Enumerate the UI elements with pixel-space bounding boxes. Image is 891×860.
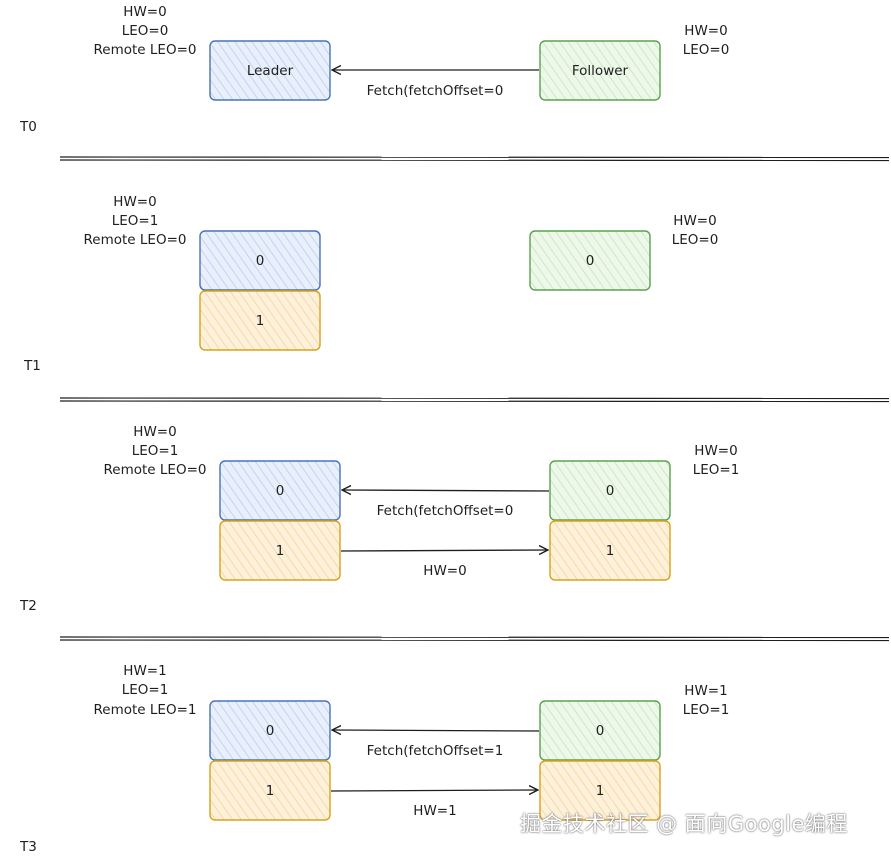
t1-follower-offset-0-label: 0 xyxy=(586,253,595,269)
t2-fetch-label: Fetch(fetchOffset=0 xyxy=(377,503,514,519)
t2-follower-offset-0-label: 0 xyxy=(606,483,615,499)
t3-leader-hw: HW=1 xyxy=(123,663,166,679)
t3-fetch-arrow xyxy=(333,730,540,731)
t2-response-label: HW=0 xyxy=(423,563,466,579)
t1-follower-leo: LEO=0 xyxy=(672,232,719,248)
t1-phase-label: T1 xyxy=(23,358,41,374)
t2-follower-offset-1-box xyxy=(549,520,671,581)
divider-2 xyxy=(59,397,890,403)
t3-response-arrow xyxy=(330,790,537,791)
t3-leader-remote-leo: Remote LEO=1 xyxy=(94,702,197,718)
t2-leader-offset-0-box xyxy=(219,460,341,521)
t1-follower-offset-0-box xyxy=(529,230,651,291)
t1-follower-hw: HW=0 xyxy=(673,213,716,229)
t0-leader-label: Leader xyxy=(247,63,294,79)
t2-follower-offset-1-label: 1 xyxy=(606,543,615,559)
t3-leader-offset-0-label: 0 xyxy=(266,723,275,739)
t0-leader-box xyxy=(209,40,331,101)
t2-leader-offset-0-label: 0 xyxy=(276,483,285,499)
t3-follower-hw: HW=1 xyxy=(684,683,727,699)
phase-t0: HW=0 LEO=0 Remote LEO=0 Leader Follower … xyxy=(19,4,729,135)
t3-follower-offset-0-box xyxy=(539,700,661,761)
t3-follower-leo: LEO=1 xyxy=(683,702,730,718)
t0-leader-remote-leo: Remote LEO=0 xyxy=(94,42,197,58)
divider-3 xyxy=(59,636,890,642)
divider-1 xyxy=(59,156,890,162)
t2-leader-remote-leo: Remote LEO=0 xyxy=(104,462,207,478)
t3-response-label: HW=1 xyxy=(413,803,456,819)
t1-leader-offset-1-box xyxy=(199,290,321,351)
t2-follower-leo: LEO=1 xyxy=(693,462,740,478)
t3-leader-offset-0-box xyxy=(209,700,331,761)
t2-leader-hw: HW=0 xyxy=(133,424,176,440)
t2-leader-leo: LEO=1 xyxy=(132,443,179,459)
watermark: 掘金技术社区 @ 面向Google编程 xyxy=(520,812,848,836)
t0-fetch-label: Fetch(fetchOffset=0 xyxy=(367,83,504,99)
t2-follower-hw: HW=0 xyxy=(694,443,737,459)
t3-leader-offset-1-box xyxy=(209,760,331,821)
t3-phase-label: T3 xyxy=(19,839,37,855)
t0-follower-label: Follower xyxy=(572,63,629,79)
t0-follower-box xyxy=(539,40,661,101)
t1-leader-offset-0-box xyxy=(199,230,321,291)
t3-leader-leo: LEO=1 xyxy=(122,682,169,698)
t0-phase-label: T0 xyxy=(19,119,37,135)
t2-leader-offset-1-label: 1 xyxy=(276,543,285,559)
t2-follower-offset-0-box xyxy=(549,460,671,521)
t3-leader-offset-1-label: 1 xyxy=(266,783,275,799)
t1-leader-offset-0-label: 0 xyxy=(256,253,265,269)
t1-leader-leo: LEO=1 xyxy=(112,213,159,229)
t2-phase-label: T2 xyxy=(19,598,37,614)
t0-leader-hw: HW=0 xyxy=(123,4,166,20)
t1-leader-hw: HW=0 xyxy=(113,194,156,210)
t2-fetch-arrow xyxy=(343,490,550,491)
t2-leader-offset-1-box xyxy=(219,520,341,581)
phase-t2: HW=0 LEO=1 Remote LEO=0 0 1 0 1 HW=0 LEO… xyxy=(19,424,739,614)
phase-t3: HW=1 LEO=1 Remote LEO=1 0 1 0 1 HW=1 LEO… xyxy=(19,663,729,855)
t3-fetch-label: Fetch(fetchOffset=1 xyxy=(367,743,504,759)
t1-leader-remote-leo: Remote LEO=0 xyxy=(84,232,187,248)
t1-leader-offset-1-label: 1 xyxy=(256,313,265,329)
t3-follower-offset-1-label: 1 xyxy=(596,783,605,799)
t0-follower-leo: LEO=0 xyxy=(683,42,730,58)
t3-follower-offset-0-label: 0 xyxy=(596,723,605,739)
t0-leader-leo: LEO=0 xyxy=(122,23,169,39)
t2-response-arrow xyxy=(340,550,547,551)
t0-follower-hw: HW=0 xyxy=(684,23,727,39)
t3-follower-offset-1-box xyxy=(539,760,661,821)
phase-t1: HW=0 LEO=1 Remote LEO=0 0 1 0 HW=0 LEO=0… xyxy=(23,194,718,374)
